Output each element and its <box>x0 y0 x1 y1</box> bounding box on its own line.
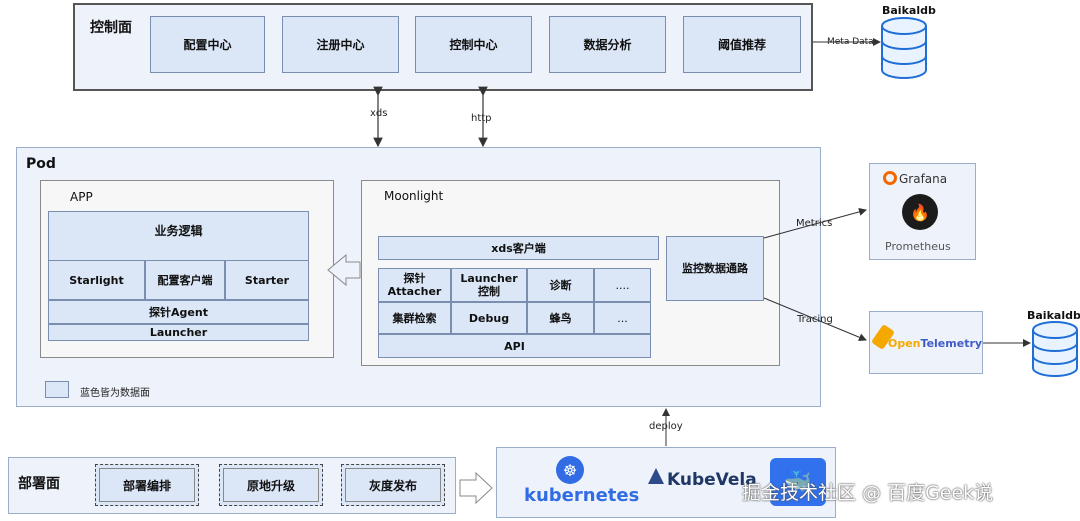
kubernetes-icon: ☸ <box>556 456 584 484</box>
threshold-recommend-box: 阈值推荐 <box>683 16 801 73</box>
data-analysis-box: 数据分析 <box>549 16 666 73</box>
xds-client-cell: xds客户端 <box>378 236 659 260</box>
grafana-icon <box>883 171 897 185</box>
business-logic-label: 业务逻辑 <box>154 224 203 238</box>
diagnosis-cell: 诊断 <box>527 268 594 302</box>
control-plane-title: 控制面 <box>90 20 132 36</box>
grafana-label: Grafana <box>899 172 948 186</box>
pod-title: Pod <box>26 156 56 172</box>
probe-attacher-cell: 探针 Attacher <box>378 268 451 302</box>
prometheus-icon: 🔥 <box>902 194 938 230</box>
app-title: APP <box>70 190 93 204</box>
prometheus-label: Prometheus <box>885 240 951 253</box>
kubevela-label: KubeVela <box>667 470 757 490</box>
config-client-cell: 配置客户端 <box>145 260 225 300</box>
moonlight-to-app-arrow <box>327 253 361 287</box>
watermark-text: 掘金技术社区 @ 百度Geek说 <box>742 482 994 504</box>
registry-center-box: 注册中心 <box>282 16 399 73</box>
kubernetes-label: kubernetes <box>524 485 640 506</box>
moonlight-title: Moonlight <box>384 189 444 203</box>
hummingbird-cell: 蜂鸟 <box>527 302 594 334</box>
deploy-to-tools-arrow <box>459 471 493 505</box>
opentelemetry-box <box>869 311 983 374</box>
config-center-box: 配置中心 <box>150 16 265 73</box>
debug-cell: Debug <box>451 302 527 334</box>
metrics-link-label: Metrics <box>796 218 833 229</box>
starlight-cell: Starlight <box>48 260 145 300</box>
api-cell: API <box>378 334 651 358</box>
kubevela-icon <box>648 468 664 484</box>
monitor-data-path-cell: 监控数据通路 <box>666 236 764 301</box>
baikaldb-label-top: Baikaldb <box>882 4 936 17</box>
metrics-connector <box>763 207 867 239</box>
starter-cell: Starter <box>225 260 309 300</box>
opentelemetry-open: Open <box>888 337 921 350</box>
in-place-upgrade-box: 原地升级 <box>219 464 323 506</box>
database-icon-top <box>881 17 927 79</box>
more-cell-1: .... <box>594 268 651 302</box>
baikaldb-label-right: Baikaldb <box>1027 309 1080 322</box>
control-center-box: 控制中心 <box>415 16 532 73</box>
deploy-orchestration-box: 部署编排 <box>95 464 199 506</box>
launcher-cell: Launcher <box>48 324 309 341</box>
opentelemetry-telemetry: Telemetry <box>920 337 983 350</box>
cluster-search-cell: 集群检索 <box>378 302 451 334</box>
opentelemetry-label: OpenTelemetry <box>888 337 982 350</box>
docker-icon: 🐳 <box>770 458 826 506</box>
launcher-control-cell: Launcher 控制 <box>451 268 527 302</box>
deploy-plane-title: 部署面 <box>18 476 60 492</box>
legend-swatch <box>45 381 69 398</box>
more-cell-2: ... <box>594 302 651 334</box>
probe-agent-cell: 探针Agent <box>48 300 309 324</box>
legend-label: 蓝色皆为数据面 <box>80 388 150 399</box>
database-icon-right <box>1032 321 1078 377</box>
tracing-connector <box>763 297 867 342</box>
gray-release-box: 灰度发布 <box>341 464 445 506</box>
